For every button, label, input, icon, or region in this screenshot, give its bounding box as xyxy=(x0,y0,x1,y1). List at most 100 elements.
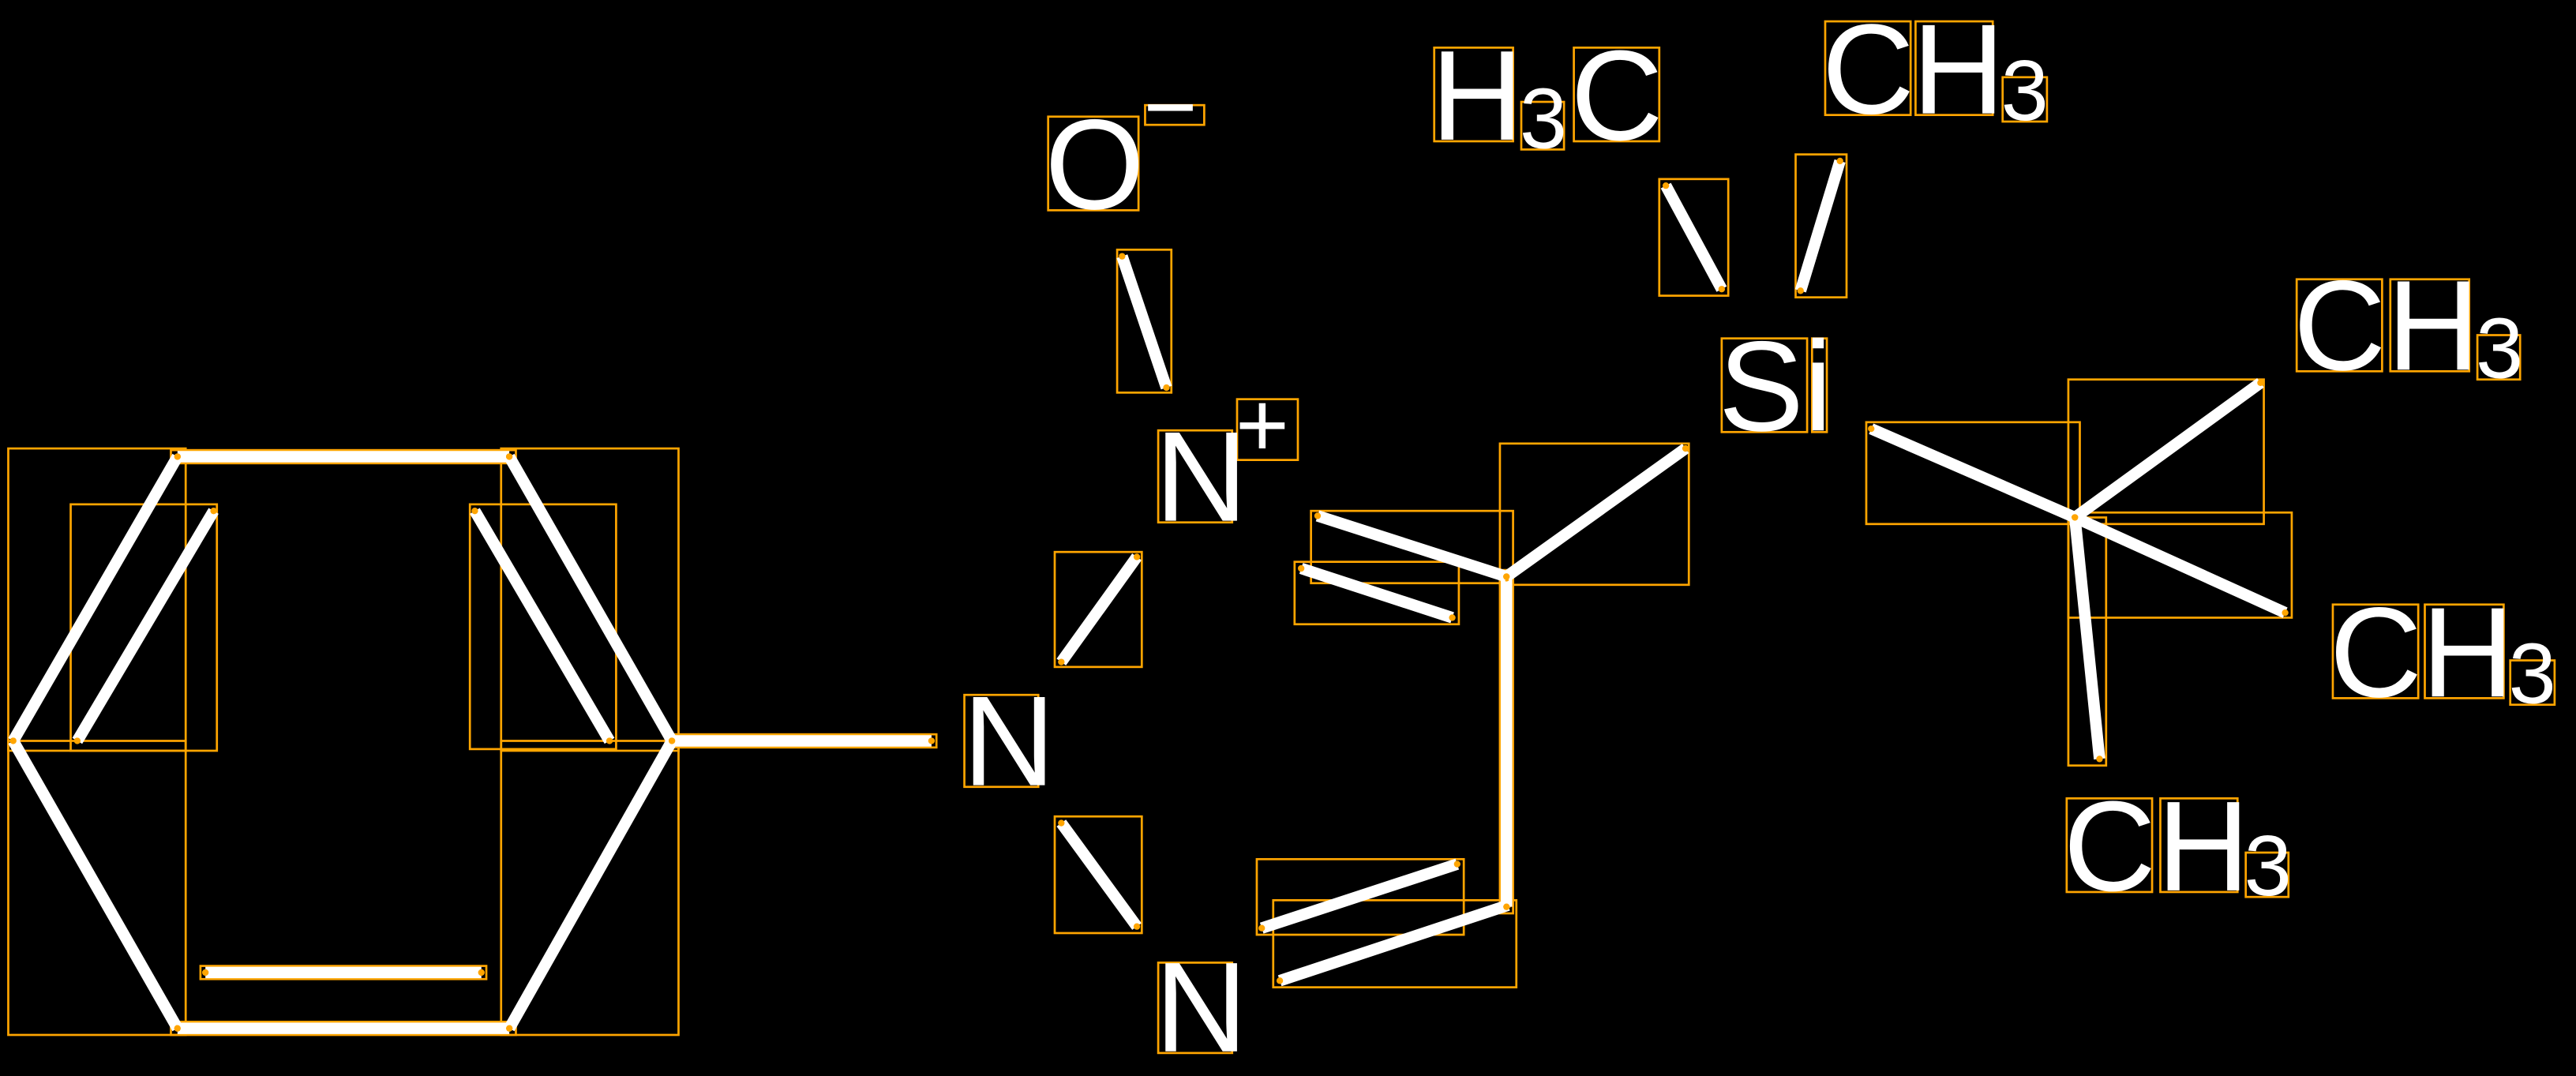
bond-endpoint-marker xyxy=(73,737,81,744)
h-label: H xyxy=(2157,775,2249,918)
bond-endpoint-marker xyxy=(1453,860,1460,868)
bond-line xyxy=(8,453,183,744)
bounding-box xyxy=(1498,442,1690,587)
atom-n-plus: N xyxy=(1155,406,1247,549)
bounding-box xyxy=(2065,797,2154,894)
bond-line xyxy=(1794,159,1846,293)
subscript: 3 xyxy=(2509,626,2556,722)
subscript: 3 xyxy=(2244,818,2292,913)
bond-line xyxy=(504,453,677,744)
bounding-box xyxy=(1433,46,1514,143)
bonds xyxy=(8,157,2289,1034)
bond-endpoint-marker xyxy=(478,969,485,977)
bond-endpoint-marker xyxy=(505,1025,513,1032)
methyl-si-left: H 3 C xyxy=(1431,24,1663,167)
bond-endpoint-marker xyxy=(2257,379,2264,387)
bounding-box xyxy=(2001,76,2049,123)
c-label: C xyxy=(2293,254,2386,397)
bond-endpoint-marker xyxy=(2282,609,2289,617)
bond-line xyxy=(1277,899,1510,987)
atom-n-left: N xyxy=(962,670,1055,813)
bond-endpoint-marker xyxy=(174,1025,181,1032)
methyl-tbu-upper: C H 3 xyxy=(2293,254,2523,397)
bounding-box xyxy=(1053,815,1143,935)
bond-endpoint-marker xyxy=(1314,512,1322,519)
bond-line xyxy=(1299,563,1454,624)
bond-endpoint-marker xyxy=(1276,977,1284,984)
bond-endpoint-marker xyxy=(1133,553,1141,560)
subscript: 3 xyxy=(2476,301,2523,396)
bond-endpoint-marker xyxy=(1058,658,1065,665)
bond-endpoint-marker xyxy=(1503,903,1510,910)
bond-endpoint-marker xyxy=(1058,819,1065,827)
subscript: 3 xyxy=(1520,70,1567,166)
bond-line xyxy=(504,737,677,1032)
bond-endpoint-marker xyxy=(471,508,478,515)
bond-endpoint-marker xyxy=(1868,425,1875,433)
h-label: H xyxy=(2421,581,2514,724)
bond-endpoint-marker xyxy=(1503,573,1510,580)
bounding-box xyxy=(2159,797,2239,894)
bounding-box xyxy=(1573,46,1661,143)
bounding-box xyxy=(963,693,1040,789)
bounding-box xyxy=(1144,103,1206,126)
bounding-box xyxy=(199,965,488,980)
c-label: C xyxy=(2330,581,2422,724)
bond-endpoint-marker xyxy=(928,737,936,744)
bond-line xyxy=(1056,553,1142,665)
bond-endpoint-marker xyxy=(1133,923,1141,930)
bond-line xyxy=(470,508,615,744)
bounding-box xyxy=(1116,248,1173,394)
bond-endpoint-marker xyxy=(505,453,513,460)
bond-line xyxy=(1660,182,1727,292)
bounding-box xyxy=(2509,659,2556,707)
atom-labels: N N + O − N Si H 3 C C H 3 C H 3 C H 3 C… xyxy=(962,0,2555,1076)
bounding-box xyxy=(1053,550,1143,669)
bounding-box xyxy=(1914,20,1994,117)
bond-endpoint-marker xyxy=(1258,924,1266,932)
bounding-box xyxy=(1520,100,1565,151)
atom-oxygen: O xyxy=(1045,93,1145,236)
bond-endpoint-marker xyxy=(1836,157,1843,165)
bond-endpoint-marker xyxy=(9,737,17,744)
atom-n-bottom: N xyxy=(1155,936,1247,1076)
c-label: C xyxy=(1822,0,1914,141)
h-label: H xyxy=(1912,0,2004,141)
bounding-box xyxy=(1047,115,1140,212)
bond-endpoint-marker xyxy=(2072,514,2079,521)
bounding-box xyxy=(2067,378,2265,526)
bond-line xyxy=(2071,377,2264,523)
bounding-box xyxy=(2331,603,2420,699)
bounding-box xyxy=(2244,851,2290,898)
bond-endpoint-marker xyxy=(1297,564,1305,572)
bounding-box xyxy=(1255,857,1465,936)
bounding-box xyxy=(2389,278,2471,373)
atom-silicon: Si xyxy=(1719,315,1832,458)
bond-endpoint-marker xyxy=(1718,286,1726,293)
bounding-box xyxy=(1865,421,2081,526)
bond-line xyxy=(2069,516,2105,760)
bond-endpoint-marker xyxy=(1163,384,1170,392)
bounding-box xyxy=(1157,429,1234,524)
methyl-tbu-right: C H 3 xyxy=(2330,581,2556,724)
bounding-box xyxy=(2424,603,2505,699)
bond-endpoint-marker xyxy=(668,737,676,744)
bond-endpoint-marker xyxy=(202,969,209,977)
h-label: H xyxy=(2387,254,2480,397)
c-label: C xyxy=(2064,775,2156,918)
bond-endpoint-marker xyxy=(174,453,181,460)
bond-line xyxy=(1869,423,2078,523)
bond-line xyxy=(2072,512,2288,618)
bounding-box xyxy=(1272,898,1518,988)
bond-line xyxy=(8,737,183,1032)
bond-line xyxy=(1116,254,1172,390)
bond-endpoint-marker xyxy=(1449,614,1456,621)
bounding-box xyxy=(500,447,680,752)
subscript: 3 xyxy=(2001,43,2049,138)
bounding-box xyxy=(1157,962,1234,1055)
bounding-box xyxy=(1293,560,1460,626)
bounding-box xyxy=(1310,509,1514,585)
bond-line xyxy=(1315,510,1509,583)
charge-minus: − xyxy=(1143,55,1197,158)
